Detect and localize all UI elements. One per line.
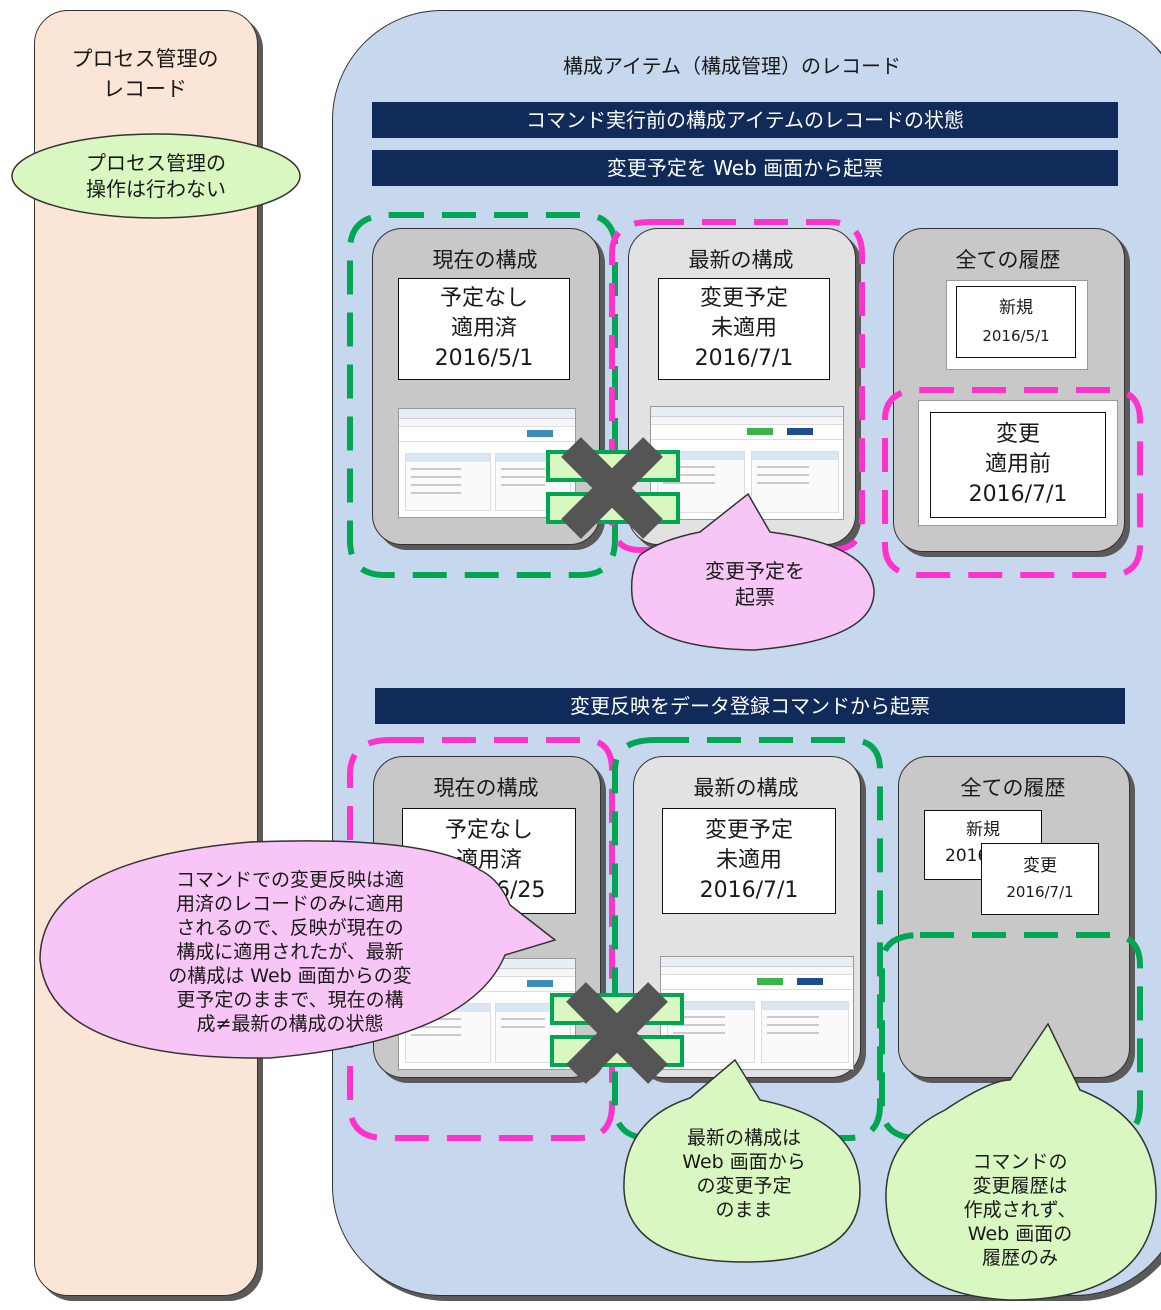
process-management-column	[34, 10, 258, 1296]
bottom-left-callout-bubble	[39, 840, 557, 1059]
top-cross-icon	[561, 437, 663, 539]
bottom-current-dashed-outline	[347, 737, 615, 1141]
bottom-right-callout-text: コマンドの 変更履歴は 作成されず、 Web 画面の 履歴のみ	[963, 1151, 1077, 1269]
top-latest-config-title: 最新の構成	[688, 248, 794, 272]
bottom-right-callout-bubble	[885, 1022, 1157, 1301]
bar-before-command: コマンド実行前の構成アイテムのレコードの状態	[372, 102, 1118, 138]
process-note-text: プロセス管理の 操作は行わない	[86, 151, 226, 201]
bar-command-reflect: 変更反映をデータ登録コマンドから起票	[375, 688, 1125, 724]
ci-panel-title: 構成アイテム（構成管理）のレコード	[563, 54, 901, 78]
bottom-history-card	[898, 756, 1130, 1078]
bottom-mid-callout-text: 最新の構成は Web 画面から の変更予定 のまま	[682, 1127, 806, 1221]
process-note-bubble	[11, 133, 301, 219]
bottom-current-config-title: 現在の構成	[433, 776, 539, 800]
bottom-latest-config-title: 最新の構成	[693, 776, 799, 800]
top-history-dashed-outline	[882, 387, 1143, 578]
top-callout-text: 変更予定を起票	[705, 559, 805, 609]
bottom-cross-icon	[566, 982, 668, 1084]
top-callout-bubble	[630, 492, 875, 651]
process-column-title: プロセス管理の レコード	[71, 47, 219, 101]
top-current-dashed-outline	[347, 212, 618, 578]
bar-web-request: 変更予定を Web 画面から起票	[372, 150, 1118, 186]
bottom-mid-callout-bubble	[623, 1058, 861, 1263]
bottom-history-title: 全ての履歴	[960, 776, 1066, 800]
top-current-config-title: 現在の構成	[432, 248, 538, 272]
bottom-left-callout-text: コマンドでの変更反映は適 用済のレコードのみに適用 されるので、反映が現在の 構…	[168, 869, 412, 1035]
bottom-latest-dashed-outline	[612, 737, 883, 1141]
top-history-title: 全ての履歴	[955, 248, 1061, 272]
